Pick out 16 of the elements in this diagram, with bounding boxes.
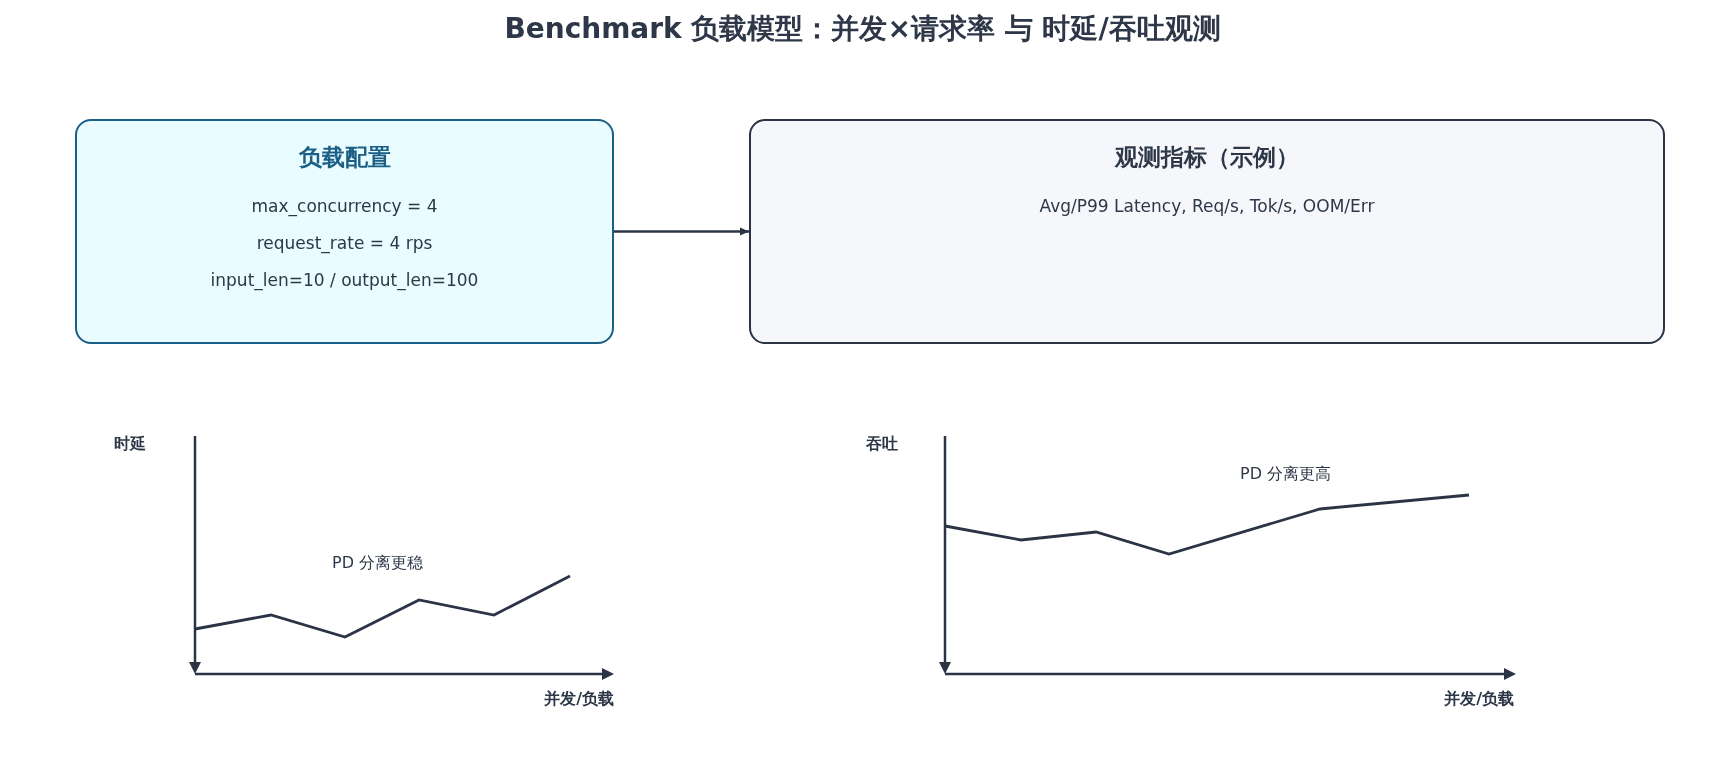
parameter-text: request_rate = 4 rps: [256, 232, 433, 256]
arrow: [614, 227, 749, 236]
metrics-box: [749, 119, 1665, 344]
axis-label: 吞吐: [866, 433, 898, 455]
box-heading: 观测指标（示例）: [1115, 143, 1299, 172]
metrics-text: Avg/P99 Latency, Req/s, Tok/s, OOM/Err: [1039, 195, 1375, 218]
parameter-text: input_len=10 / output_len=100: [210, 269, 479, 293]
config-box: [75, 119, 614, 344]
axis-label: 并发/负载: [1444, 688, 1514, 710]
annotation-text: PD 分离更稳: [332, 552, 424, 574]
annotation-text: PD 分离更高: [1240, 463, 1332, 485]
axis-label: 时延: [114, 433, 146, 455]
box-heading: 负载配置: [298, 143, 391, 172]
parameter-text: max_concurrency = 4: [251, 195, 438, 219]
axis-label: 并发/负载: [544, 688, 614, 710]
diagram-title: Benchmark 负载模型：并发×请求率 与 时延/吞吐观测: [504, 11, 1221, 47]
